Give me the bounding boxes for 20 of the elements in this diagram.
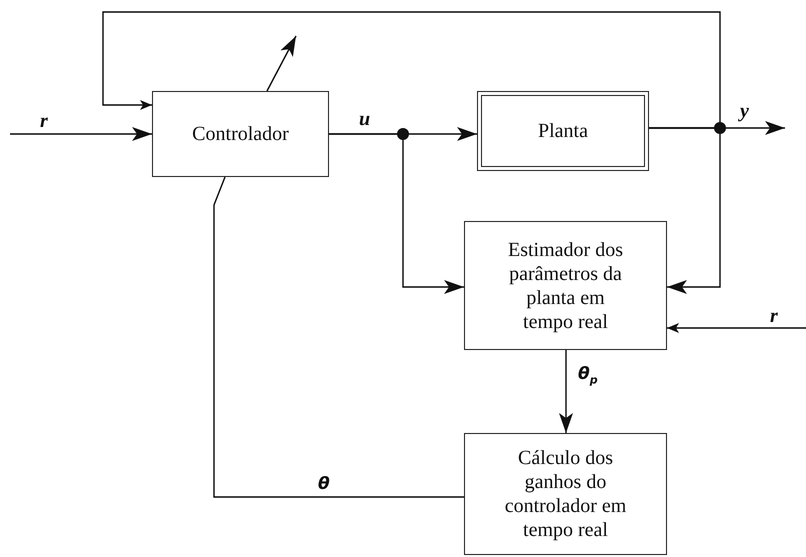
signal-arrow (559, 350, 573, 433)
edge-label: u (359, 108, 370, 131)
edge-label: θ$_{p}$ (578, 364, 598, 386)
block-text: Estimador dos parâmetros da planta em tempo real (507, 238, 624, 334)
process-block (464, 221, 667, 350)
signal-arrow (10, 127, 152, 141)
process-block (464, 433, 667, 555)
signal-line (213, 176, 464, 498)
edge-label: y (740, 100, 749, 123)
signal-arrow (329, 133, 464, 294)
signal-arrow (649, 121, 785, 135)
block-text: Controlador (192, 122, 289, 146)
edge-label: θ (318, 474, 330, 494)
plant-block (477, 91, 649, 171)
block-text: Planta (538, 119, 588, 143)
edge-label: r (770, 305, 778, 328)
edge-label: r (40, 110, 48, 133)
process-block (152, 91, 329, 177)
signal-arrow (667, 323, 806, 333)
block-text: Cálculo dos ganhos do controlador em tempo real (504, 446, 628, 542)
